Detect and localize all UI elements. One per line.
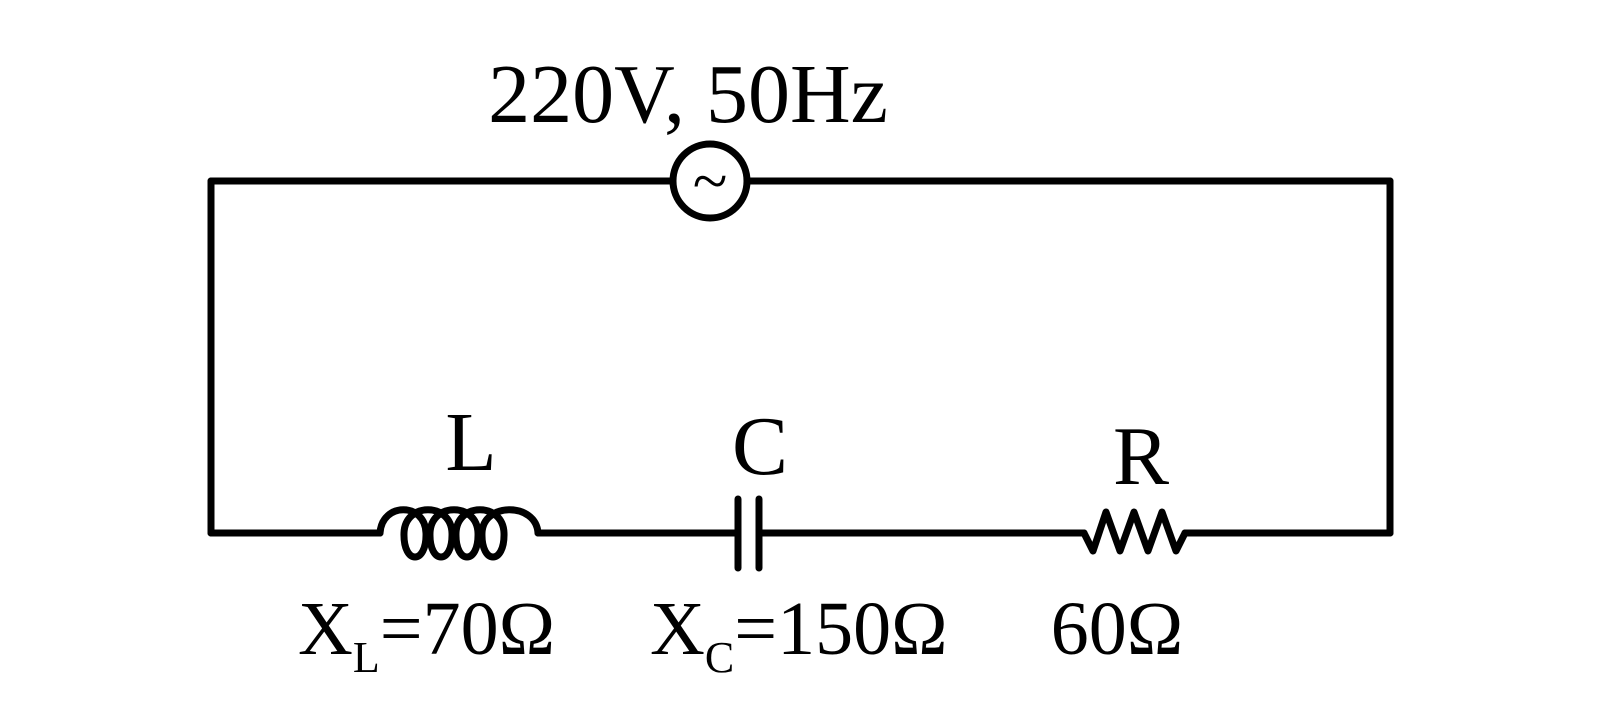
inductor-reactance-symbol: X [298, 587, 353, 671]
capacitor-reactance-subscript: C [705, 633, 734, 682]
ac-source-symbol: ~ [693, 145, 728, 216]
capacitor-label: C [732, 400, 788, 493]
inductor-coil-icon [376, 506, 542, 561]
inductor-label: L [445, 396, 496, 489]
inductor-reactance-subscript: L [353, 633, 380, 682]
capacitor-reactance-value: XC=150Ω [650, 587, 948, 682]
resistor-label: R [1113, 410, 1169, 503]
inductor-reactance-value: XL=70Ω [298, 587, 555, 682]
capacitor-reactance-symbol: X [650, 587, 705, 671]
capacitor-reactance-amount: =150Ω [734, 587, 947, 671]
resistor-zigzag-icon [1080, 508, 1189, 555]
inductor-reactance-amount: =70Ω [380, 587, 555, 671]
resistor-value: 60Ω [1051, 587, 1183, 671]
source-label: 220V, 50Hz [488, 48, 888, 141]
